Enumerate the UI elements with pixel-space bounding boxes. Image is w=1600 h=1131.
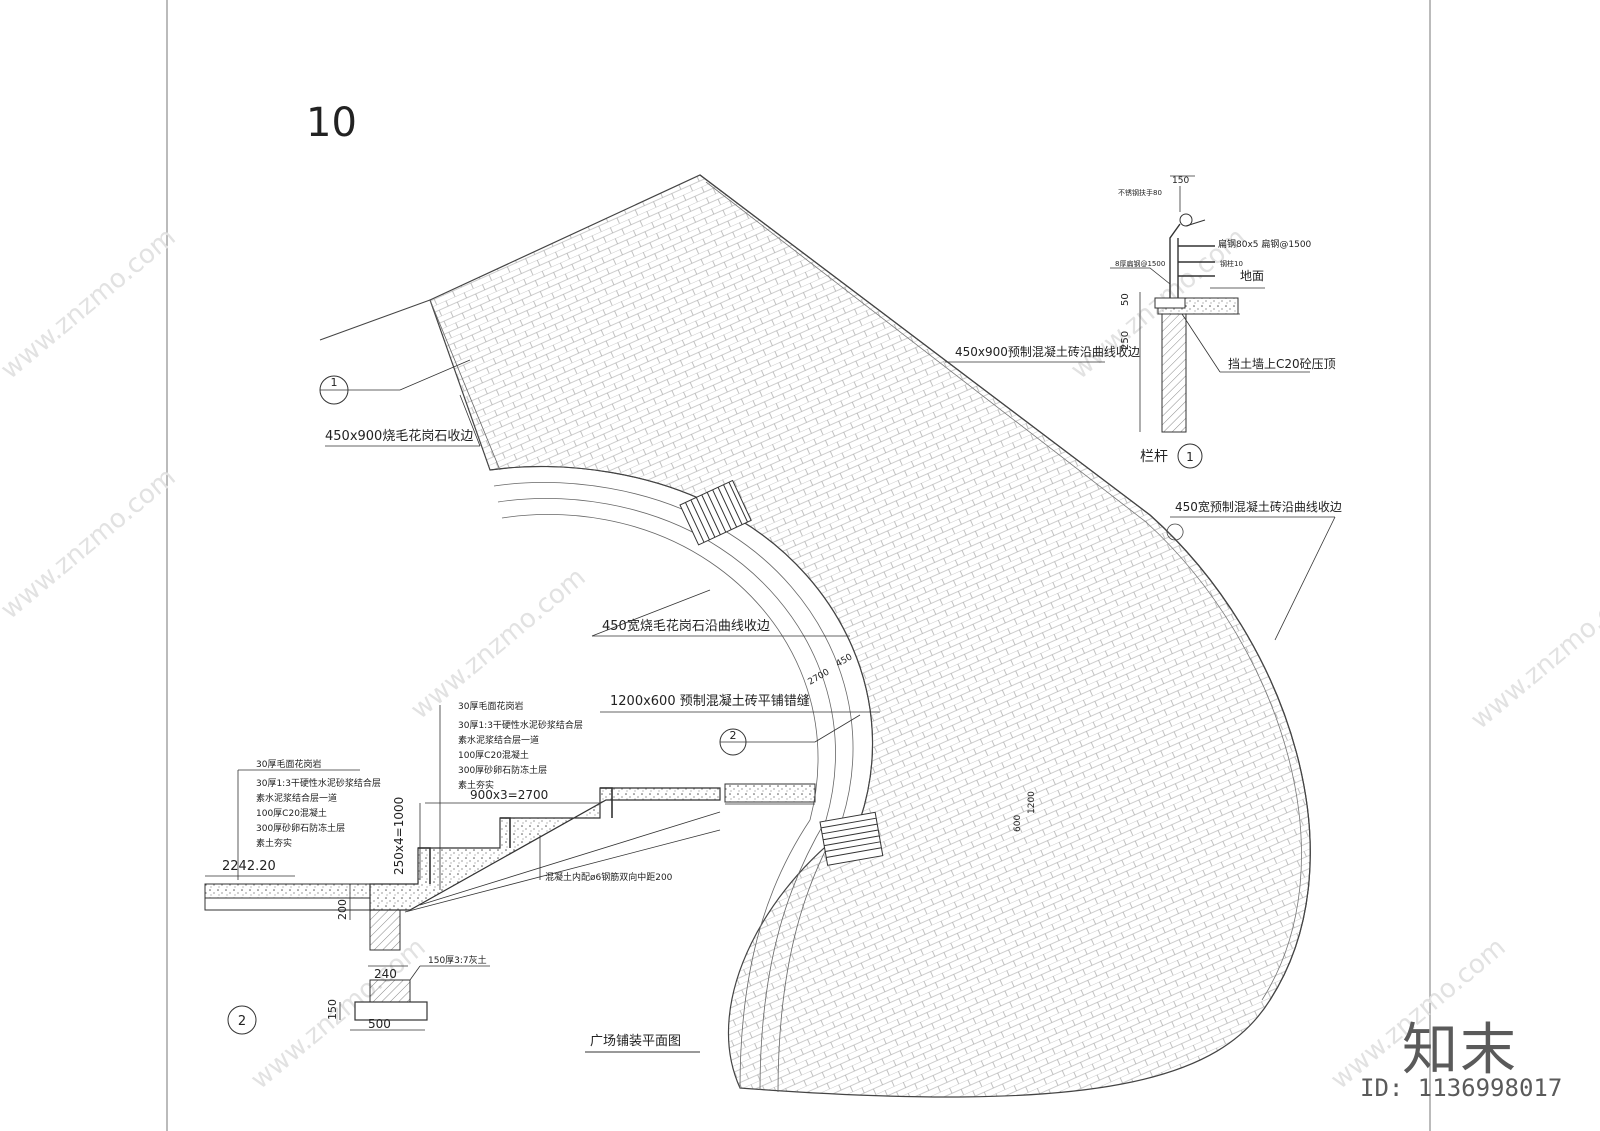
railing-marker-label: 1 [1186,450,1194,464]
stair-dim-base: 200 [336,899,349,920]
watermark-text: www.znzmo.com [405,562,591,725]
step-block [679,479,752,546]
dim-2700: 2700 [807,667,832,687]
upper-layer-label: 100厚C20混凝土 [458,749,529,761]
plaza-plan [319,174,1311,1098]
upper-layer-label: 素土夯实 [458,779,494,791]
elevation-label: 2242.20 [222,859,276,874]
upper-layer-label: 30厚毛面花岗岩 [458,700,523,712]
footing-base: 500 [368,1017,391,1031]
railing-wall-note: 挡土墙上C20砼压顶 [1228,357,1336,371]
railing-label: 不锈钢扶手80 [1118,188,1162,197]
sheet-number: 10 [306,100,357,146]
callout-concrete-edge-curve: 450x900预制混凝土砖沿曲线收边 [955,344,1140,359]
watermark-text: www.znzmo.com [1465,572,1600,735]
stair-section: 30厚毛面花岗岩 30厚1:3干硬性水泥砂浆结合层 素水泥浆结合层一道 100厚… [204,700,816,1035]
railing-label: 钢柱10 [1220,259,1243,268]
railing-ground: 地面 [1240,269,1264,283]
upper-layer-label: 30厚1:3干硬性水泥砂浆结合层 [458,719,583,731]
left-layer-label: 素土夯实 [256,837,292,849]
sheet-frame [166,0,1431,1131]
step-block [819,811,884,866]
watermark-logo: 知末 [1402,1018,1518,1083]
plan-callouts: 1 450x900烧毛花岗石收边 450x900预制混凝土砖沿曲线收边 450宽… [319,344,1342,832]
section-marker-2-label: 2 [238,1014,246,1029]
left-layer-label: 30厚毛面花岗岩 [256,758,321,770]
section-marker [227,1005,257,1035]
stair-dim-rise: 250x4=1000 [392,797,406,875]
plan-title: 广场铺装平面图 [590,1034,681,1049]
railing-title: 栏杆 [1140,449,1168,465]
left-layer-label: 30厚1:3干硬性水泥砂浆结合层 [256,777,381,789]
upper-layer-label: 300厚砂卵石防冻土层 [458,764,547,776]
left-layer-label: 100厚C20混凝土 [256,807,327,819]
upper-layer-label: 素水泥浆结合层一道 [458,734,539,746]
callout-paving-1200x600: 1200x600 预制混凝土砖平铺错缝 [610,693,810,709]
railing-detail: 150 不锈钢扶手80 扁钢80x5 扁钢@1500 钢柱10 8厚扁钢@150… [1110,175,1336,469]
watermark-text: www.znzmo.com [0,462,182,625]
left-layer-label: 300厚砂卵石防冻土层 [256,822,345,834]
railing-label: 8厚扁钢@1500 [1115,259,1165,268]
railing-dim-top: 150 [1172,176,1189,186]
curved-band [489,466,873,821]
watermark-id: ID: 1136998017 [1360,1074,1563,1102]
callout-granite-edge: 450x900烧毛花岗石收边 [325,428,473,444]
section-marker [1177,443,1203,469]
callout-granite-450-curve: 450宽烧毛花岗石沿曲线收边 [602,618,770,634]
stair-dim-run: 900x3=2700 [470,788,548,802]
footing-height: 150 [326,999,339,1020]
callout-concrete-450: 450宽预制混凝土砖沿曲线收边 [1175,499,1342,514]
rebar-note: 混凝土内配ø6钢筋双向中距200 [545,871,673,883]
dim-1200: 1200 [1027,791,1037,814]
marker-2-label: 2 [730,729,737,742]
dim-450: 450 [835,652,855,669]
railing-dim-50: 50 [1120,293,1131,306]
left-layer-label: 素水泥浆结合层一道 [256,792,337,804]
watermark-text: www.znzmo.com [0,222,182,385]
stair-profile [369,787,721,911]
railing-label: 扁钢80x5 扁钢@1500 [1218,238,1312,250]
footing-width: 240 [374,967,397,981]
dim-600: 600 [1013,815,1023,832]
railing-dim-250: 250 [1120,331,1131,350]
footing-note: 150厚3:7灰土 [428,954,487,966]
marker-1-label: 1 [331,376,338,389]
